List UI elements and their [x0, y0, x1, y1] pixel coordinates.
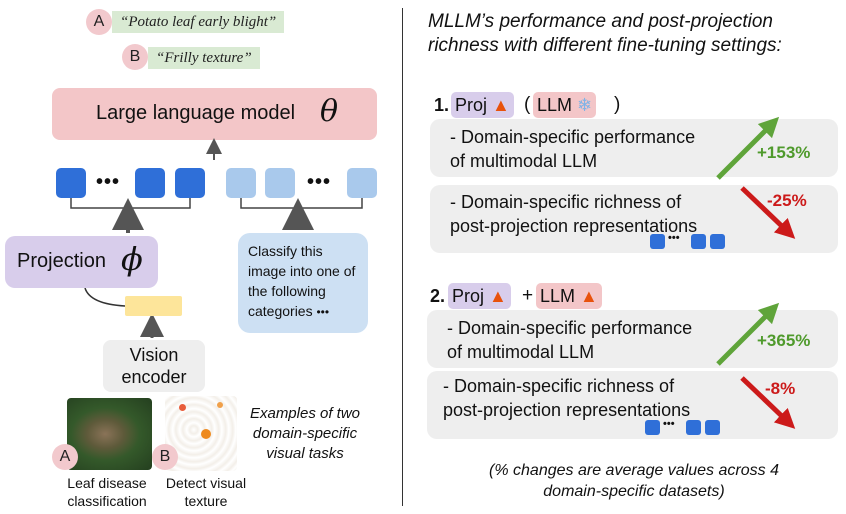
mini-token-ellipsis: ••• — [668, 232, 680, 244]
llm-block: Large language model θ — [52, 88, 377, 140]
setting1-proj-tag: Proj ▲ — [451, 92, 514, 118]
snowflake-icon: ❄ — [577, 95, 593, 115]
setting2-plus: + — [522, 285, 534, 306]
setting1-rich-line1: - Domain-specific richness of — [450, 192, 682, 212]
left-connectors — [70, 138, 363, 338]
decrease-arrow — [740, 376, 796, 429]
setting2-rich-line2: post-projection representations — [443, 400, 691, 420]
visual-token — [175, 168, 205, 198]
visual-token — [56, 168, 86, 198]
example-b-line1: Detect visual — [165, 475, 247, 491]
mini-token-ellipsis: ••• — [663, 418, 675, 430]
visual-token — [135, 168, 165, 198]
texture-flower — [201, 429, 211, 439]
setting2-perf-change: +365% — [757, 331, 811, 350]
setting1-paren-open: ( — [524, 94, 531, 115]
setting2-rich-change: -8% — [765, 379, 796, 398]
mini-token — [650, 234, 665, 249]
task-b-output: “Frilly texture” — [148, 47, 260, 69]
setting1-rich-line2: post-projection representations — [450, 216, 698, 236]
setting1-rich-change: -25% — [767, 191, 807, 210]
prompt-ellipsis: ••• — [316, 305, 330, 319]
example-a-caption: Leaf disease classification — [52, 474, 162, 510]
increase-arrow — [716, 302, 780, 366]
mini-token — [691, 234, 706, 249]
task-a-output: “Potato leaf early blight” — [112, 11, 285, 33]
llm-theta: θ — [320, 94, 339, 129]
projection-phi: ϕ — [121, 240, 143, 278]
example-b-line2: texture — [184, 493, 228, 509]
image-embedding — [125, 296, 182, 316]
setting2-llm-tag: LLM ▲ — [536, 283, 602, 309]
decrease-arrow — [740, 186, 796, 239]
fire-icon: ▲ — [492, 95, 510, 115]
mini-token — [645, 420, 660, 435]
projection-label: Projection — [17, 250, 106, 272]
example-a-badge: A — [52, 444, 78, 470]
text-token — [265, 168, 295, 198]
task-a-badge: A — [86, 9, 112, 35]
increase-arrow — [716, 116, 780, 180]
right-title-line2: richness with different fine-tuning sett… — [428, 35, 782, 56]
setting1-perf-line1: - Domain-specific performance — [450, 127, 696, 147]
vision-encoder-line1: Vision — [129, 345, 179, 365]
setting2-rich-line1: - Domain-specific richness of — [443, 376, 675, 396]
setting1-paren-close: ) — [614, 94, 621, 115]
setting2-number: 2. — [430, 286, 446, 306]
setting2-perf-line1: - Domain-specific performance — [447, 318, 693, 338]
setting2-proj-label: Proj — [452, 286, 485, 306]
setting1-proj-label: Proj — [455, 95, 488, 115]
setting1-richness-card: - Domain-specific richness of post-proje… — [430, 185, 838, 253]
footnote-line2: domain-specific datasets) — [543, 483, 725, 500]
task-b-badge: B — [122, 44, 148, 70]
texture-flower — [217, 402, 223, 408]
example-b-badge: B — [152, 444, 178, 470]
visual-token-ellipsis: ••• — [96, 171, 121, 193]
text-prompt: Classify this image into one of the foll… — [238, 233, 368, 333]
setting1-perf-line2: of multimodal LLM — [450, 151, 598, 171]
setting2-perf-line2: of multimodal LLM — [447, 342, 595, 362]
example-b-caption: Detect visual texture — [156, 474, 256, 510]
leaf-image — [67, 398, 152, 470]
mini-token — [705, 420, 720, 435]
mini-token — [686, 420, 701, 435]
setting1-llm-label: LLM — [537, 95, 573, 115]
vision-encoder-line2: encoder — [121, 367, 187, 387]
setting1-perf-change: +153% — [757, 143, 811, 162]
prompt-text: Classify this image into one of the foll… — [248, 243, 356, 319]
text-token — [226, 168, 256, 198]
setting1-llm-tag: LLM ❄ — [533, 92, 597, 118]
fire-icon: ▲ — [580, 286, 598, 306]
mini-token — [710, 234, 725, 249]
right-title-line1: MLLM’s performance and post-projection — [428, 11, 773, 32]
examples-caption: Examples of two domain-specific visual t… — [249, 405, 361, 462]
projection-block: Projection ϕ — [5, 236, 158, 288]
llm-label: Large language model — [96, 102, 296, 124]
setting2-proj-tag: Proj ▲ — [448, 283, 511, 309]
texture-flower — [179, 404, 186, 411]
right-title: MLLM’s performance and post-projection r… — [428, 10, 782, 58]
footnote: (% changes are average values across 4 d… — [444, 460, 824, 502]
text-token-ellipsis: ••• — [307, 171, 332, 193]
example-a-line1: Leaf disease — [67, 475, 147, 491]
vision-encoder-block: Vision encoder — [103, 340, 205, 392]
text-token — [347, 168, 377, 198]
fire-icon: ▲ — [489, 286, 507, 306]
divider — [402, 8, 403, 506]
footnote-line1: (% changes are average values across 4 — [489, 462, 779, 479]
setting1-number: 1. — [434, 95, 450, 115]
setting2-richness-card: - Domain-specific richness of post-proje… — [427, 371, 838, 439]
setting2-llm-label: LLM — [540, 286, 576, 306]
example-a-line2: classification — [67, 493, 147, 509]
